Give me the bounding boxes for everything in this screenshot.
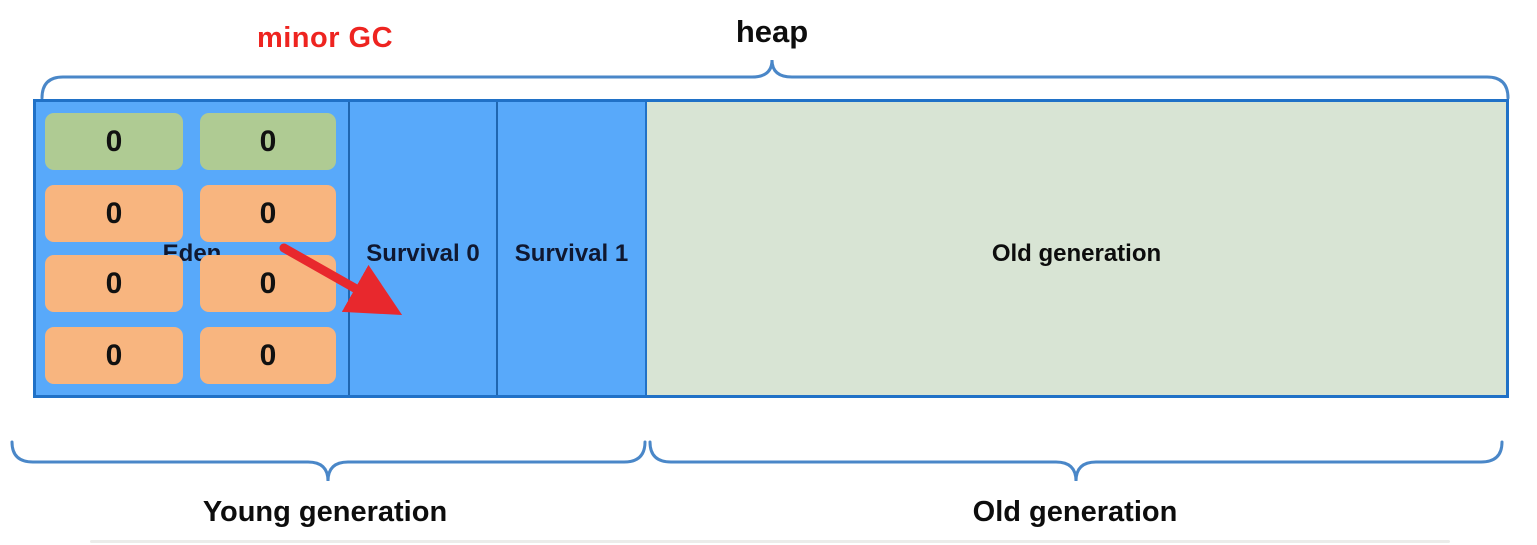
young-generation-brace	[10, 440, 647, 482]
heap-label: heap	[735, 14, 809, 49]
eden-object: 0	[200, 327, 336, 384]
minor-gc-arrow-icon	[279, 243, 403, 315]
old-generation-label: Old generation	[972, 496, 1178, 528]
old-generation-brace	[648, 440, 1504, 482]
eden-object: 0	[45, 113, 183, 170]
survival1-label: Survival 1	[514, 240, 629, 267]
eden-object: 0	[45, 327, 183, 384]
survival0-region: Survival 0	[348, 102, 496, 395]
bottom-frame-edge	[90, 540, 1450, 543]
eden-object: 0	[45, 255, 183, 312]
survival1-region: Survival 1	[496, 102, 645, 395]
heap-brace	[40, 59, 1510, 100]
heap-container: Eden 0 0 0 0 0 0 0 0 Survival 0 Survival…	[33, 99, 1509, 398]
minor-gc-label: minor GC	[256, 22, 394, 54]
eden-object: 0	[45, 185, 183, 242]
generation-braces	[10, 440, 1504, 482]
survival0-label: Survival 0	[366, 240, 480, 267]
old-generation-region-label: Old generation	[991, 240, 1162, 267]
old-generation-region: Old generation	[645, 102, 1506, 395]
young-generation-label: Young generation	[202, 496, 448, 528]
eden-object: 0	[200, 185, 336, 242]
eden-object: 0	[200, 113, 336, 170]
eden-region: Eden 0 0 0 0 0 0 0 0	[36, 102, 348, 395]
